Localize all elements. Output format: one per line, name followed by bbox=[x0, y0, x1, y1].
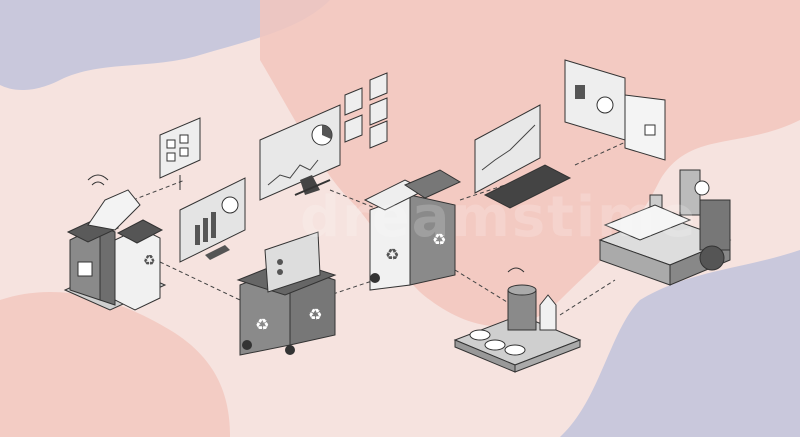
svg-text:♻: ♻ bbox=[308, 305, 322, 324]
svg-text:♻: ♻ bbox=[143, 253, 156, 269]
factory-machine bbox=[598, 169, 732, 286]
documents bbox=[564, 59, 666, 161]
connector-lines bbox=[119, 139, 631, 316]
bar-chart-monitor bbox=[179, 177, 246, 263]
svg-text:♻: ♻ bbox=[432, 230, 446, 249]
bins-white-gray-group: ♻ ♻ bbox=[363, 169, 462, 291]
apps-panel bbox=[159, 117, 201, 190]
floating-icons bbox=[344, 72, 388, 149]
svg-text:♻: ♻ bbox=[255, 315, 269, 334]
analytics-monitor bbox=[259, 104, 341, 201]
bins-paper-group: ♻ bbox=[63, 174, 167, 311]
bins-tablet-group: ♻ ♻ bbox=[236, 231, 337, 356]
laptop bbox=[474, 104, 572, 209]
food-tray bbox=[453, 267, 582, 373]
svg-text:♻: ♻ bbox=[385, 245, 399, 264]
